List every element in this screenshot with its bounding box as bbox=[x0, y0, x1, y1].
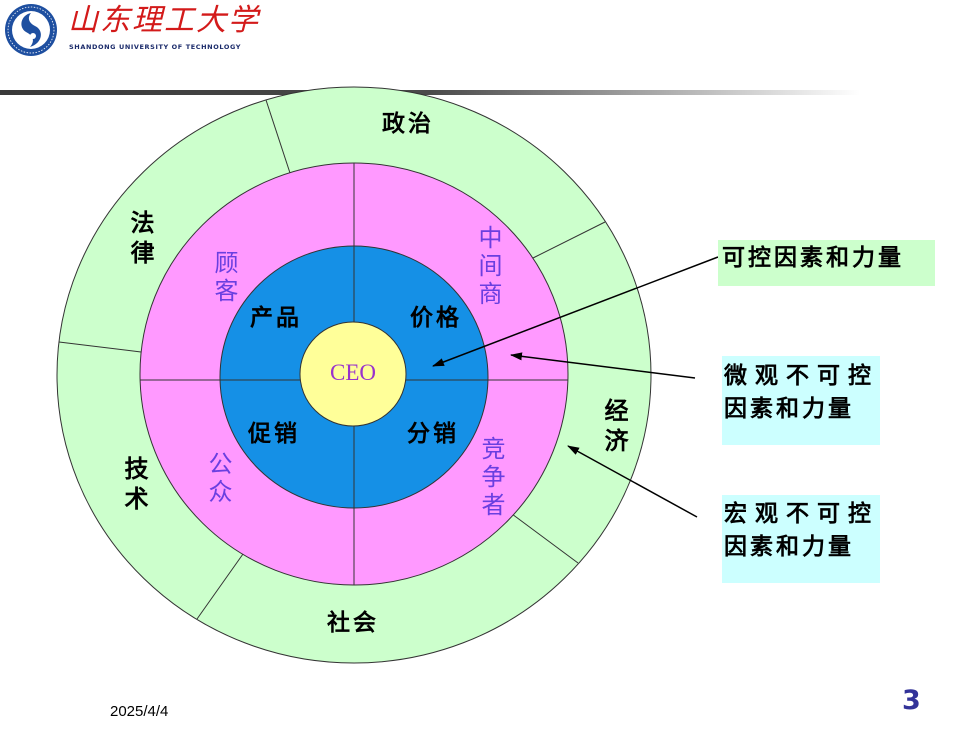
inner-label-distribution: 分销 bbox=[407, 421, 459, 447]
callout-macro-line1: 宏观不可控 bbox=[724, 501, 879, 527]
header-divider bbox=[0, 90, 860, 95]
outer-divider-technology-society bbox=[196, 553, 244, 620]
emblem-lettering-ring bbox=[7, 6, 55, 54]
arrow-micro-to-middle-ring bbox=[510, 352, 696, 379]
inner-label-promotion: 促销 bbox=[248, 421, 300, 447]
outer-divider-economy-society bbox=[511, 513, 579, 564]
slide-date: 2025/4/4 bbox=[110, 703, 169, 720]
arrow-macro-to-outer-ring bbox=[567, 445, 698, 518]
outer-divider-politics-economy bbox=[532, 221, 606, 259]
outer-label-technology: 技术 bbox=[120, 456, 148, 516]
arrow-controllable-to-inner-ring bbox=[432, 256, 719, 367]
outer-divider-politics-law bbox=[265, 99, 291, 174]
callout-controllable-factors: 可控因素和力量 bbox=[718, 240, 935, 286]
inner-label-product: 产品 bbox=[250, 305, 302, 331]
inner-label-price: 价格 bbox=[410, 305, 462, 331]
center-label-ceo: CEO bbox=[330, 360, 376, 385]
center-ceo-circle bbox=[299, 321, 407, 427]
callout-macro-uncontrollable: 宏观不可控 因素和力量 bbox=[722, 495, 880, 583]
outer-label-politics: 政治 bbox=[382, 111, 434, 137]
outer-label-law: 法律 bbox=[126, 210, 154, 270]
middle-label-customers: 顾客 bbox=[210, 250, 238, 306]
university-name-english: SHANDONG UNIVERSITY OF TECHNOLOGY bbox=[69, 43, 242, 51]
callout-micro-line1: 微观不可控 bbox=[724, 363, 879, 389]
university-name-calligraphy: 山东理工大学 bbox=[68, 3, 260, 38]
university-emblem-icon bbox=[5, 4, 57, 56]
outer-label-economy: 经济 bbox=[600, 398, 628, 458]
emblem-swirl bbox=[21, 13, 41, 47]
callout-macro-line2: 因素和力量 bbox=[724, 534, 854, 560]
callout-micro-uncontrollable: 微观不可控 因素和力量 bbox=[722, 356, 880, 445]
outer-label-society: 社会 bbox=[327, 610, 379, 636]
middle-label-intermediaries: 中间商 bbox=[474, 225, 502, 309]
slide-page-number: 3 bbox=[902, 685, 921, 716]
emblem-swirl-dot bbox=[30, 33, 36, 39]
callout-controllable-line1: 可控因素和力量 bbox=[722, 245, 904, 271]
callout-micro-line2: 因素和力量 bbox=[724, 396, 854, 422]
outer-divider-law-technology bbox=[58, 341, 142, 353]
middle-label-public: 公众 bbox=[204, 451, 232, 507]
middle-label-competitors: 竞争者 bbox=[477, 436, 505, 520]
